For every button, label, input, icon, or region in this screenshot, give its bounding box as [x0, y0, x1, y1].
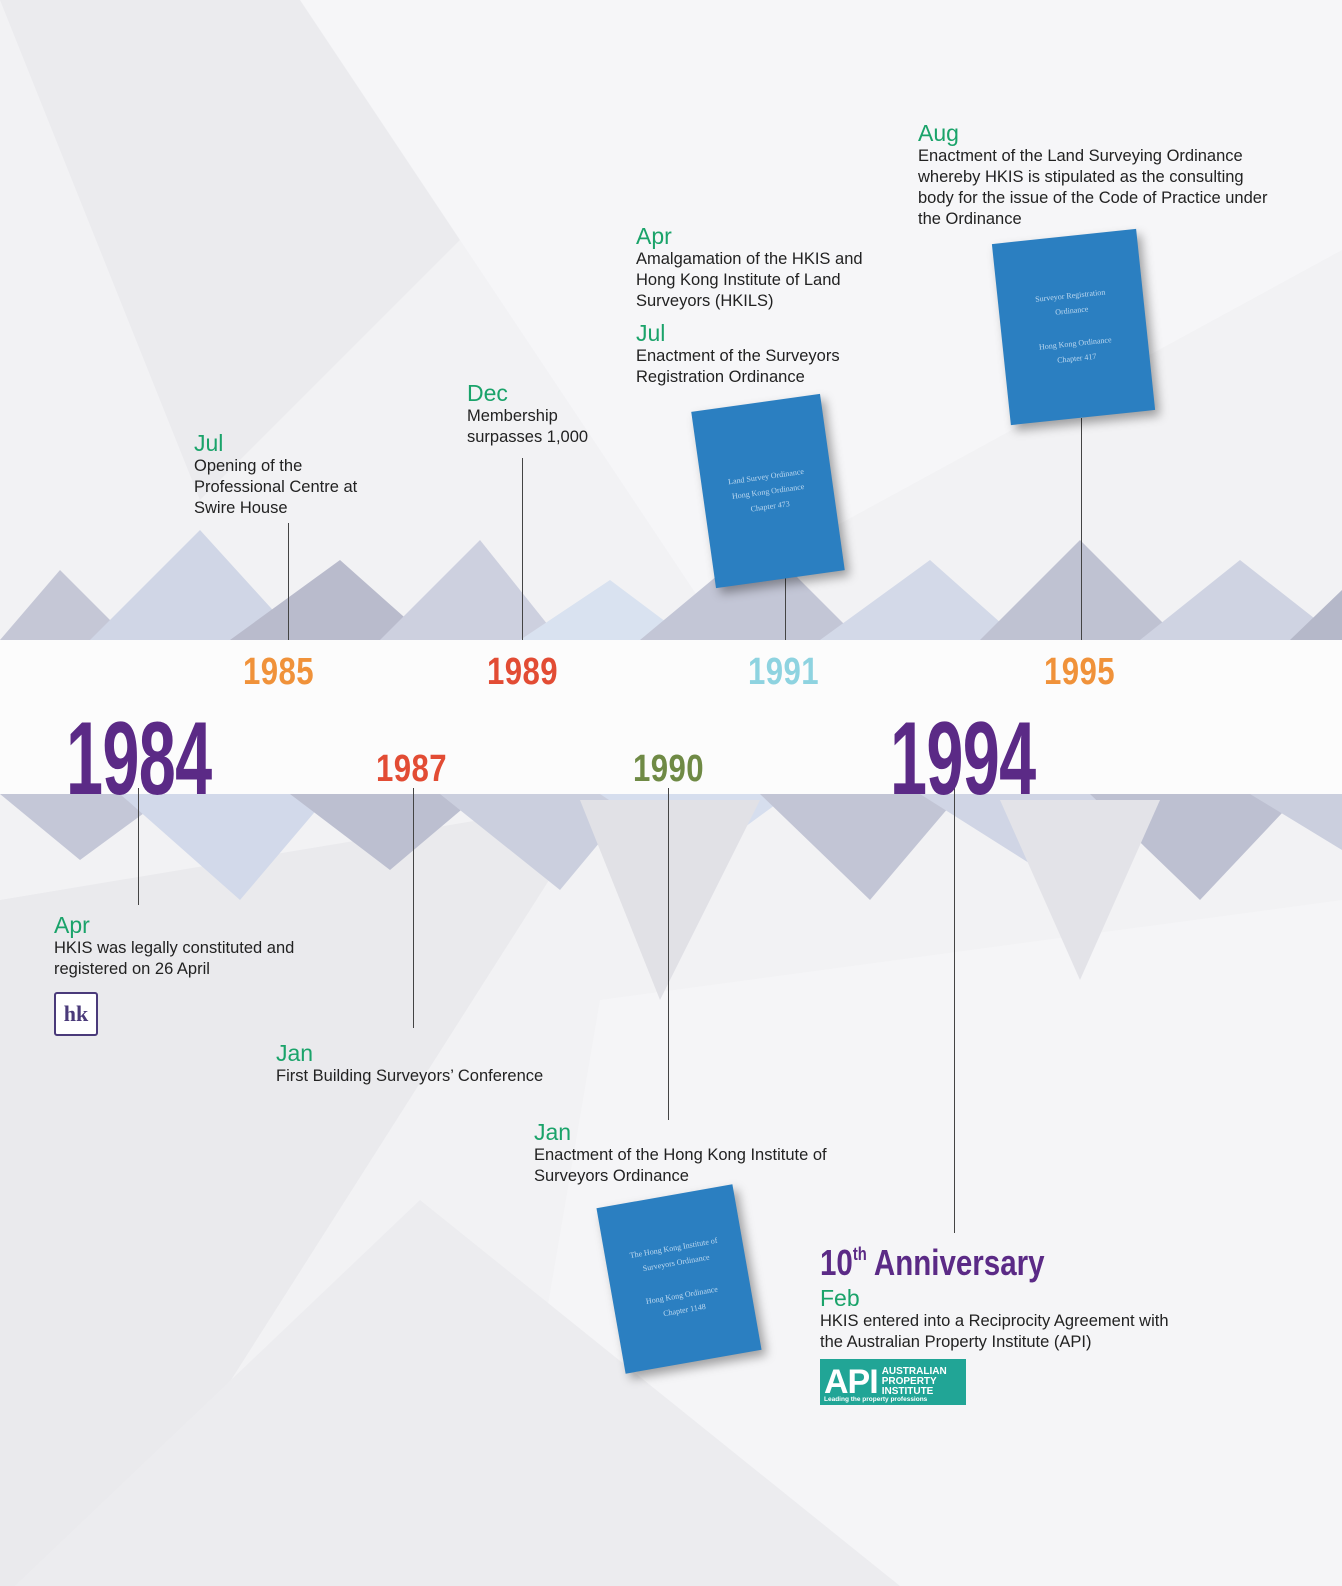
api-logo: API AUSTRALIAN PROPERTY INSTITUTE Leadin… [820, 1359, 966, 1405]
api-logo-side: AUSTRALIAN PROPERTY INSTITUTE [882, 1367, 947, 1397]
connector-1990 [668, 788, 669, 1120]
connector-1987 [413, 788, 414, 1028]
event-text: Amalgamation of the HKIS and Hong Kong I… [636, 250, 863, 310]
event-text: Opening of the Professional Centre at Sw… [194, 457, 358, 517]
event-month: Jul [194, 430, 224, 456]
anniversary-suffix: th [852, 1244, 867, 1264]
event-month: Jan [276, 1040, 314, 1066]
api-logo-line: PROPERTY [881, 1376, 937, 1387]
timeline-band [0, 640, 1342, 794]
connector-1994 [954, 788, 955, 1233]
connector-1985 [288, 523, 289, 640]
year-1994: 1994 [890, 701, 1036, 817]
anniversary-label: Anniversary [873, 1242, 1045, 1283]
api-logo-main: API [824, 1363, 879, 1401]
event-text: Enactment of the Hong Kong Institute of … [534, 1146, 827, 1185]
event-month: Jan [534, 1119, 572, 1145]
event-text: HKIS entered into a Reciprocity Agreemen… [820, 1312, 1169, 1351]
event-1991: Apr Amalgamation of the HKIS and Hong Ko… [636, 223, 906, 388]
year-1995: 1995 [1044, 651, 1115, 693]
event-month: Apr [636, 223, 672, 249]
ordinance-book-1991: Land Survey Ordinance Hong Kong Ordinanc… [691, 393, 845, 589]
year-1984: 1984 [66, 701, 212, 817]
event-1985-jul: Jul Opening of the Professional Centre a… [194, 430, 394, 519]
event-text: Enactment of the Surveyors Registration … [636, 347, 840, 386]
book-line: Ordinance [1054, 304, 1089, 317]
year-1991: 1991 [748, 651, 819, 693]
connector-1984 [138, 788, 139, 905]
ordinance-book-1995: Surveyor Registration Ordinance Hong Kon… [991, 228, 1156, 426]
event-text: HKIS was legally constituted and registe… [54, 939, 295, 978]
event-1989-dec: Dec Membership surpasses 1,000 [467, 380, 617, 448]
ordinance-book-1990: The Hong Kong Institute of Surveyors Ord… [596, 1184, 762, 1374]
event-month: Apr [54, 912, 90, 938]
event-text: Membership surpasses 1,000 [467, 407, 589, 446]
year-1987: 1987 [376, 748, 447, 790]
api-logo-tagline: Leading the property professions [824, 1396, 928, 1403]
event-1995-aug: Aug Enactment of the Land Surveying Ordi… [918, 120, 1268, 230]
year-1989: 1989 [487, 651, 558, 693]
event-1990-jan: Jan Enactment of the Hong Kong Institute… [534, 1119, 854, 1187]
event-month: Feb [820, 1285, 860, 1311]
connector-1995 [1081, 418, 1082, 640]
event-text: First Building Surveyors’ Conference [276, 1067, 544, 1085]
event-1987-jan: Jan First Building Surveyors’ Conference [276, 1040, 596, 1087]
anniversary-heading: 10th Anniversary [820, 1242, 1045, 1284]
anniversary-number: 10 [820, 1242, 853, 1283]
year-1985: 1985 [243, 651, 314, 693]
event-text: Enactment of the Land Surveying Ordinanc… [918, 147, 1268, 228]
connector-1989 [522, 458, 523, 640]
event-month: Aug [918, 120, 959, 146]
book-line: Chapter 417 [1056, 351, 1097, 365]
year-1990: 1990 [633, 748, 704, 790]
hkis-logo: hk [54, 992, 98, 1036]
event-1994-feb: Feb HKIS entered into a Reciprocity Agre… [820, 1285, 1190, 1353]
event-1984-apr: Apr HKIS was legally constituted and reg… [54, 912, 304, 980]
api-logo-line: INSTITUTE [881, 1386, 934, 1397]
connector-1991 [785, 575, 786, 640]
event-month: Jul [636, 320, 666, 346]
api-logo-line: AUSTRALIAN [881, 1366, 947, 1377]
event-month: Dec [467, 380, 508, 406]
